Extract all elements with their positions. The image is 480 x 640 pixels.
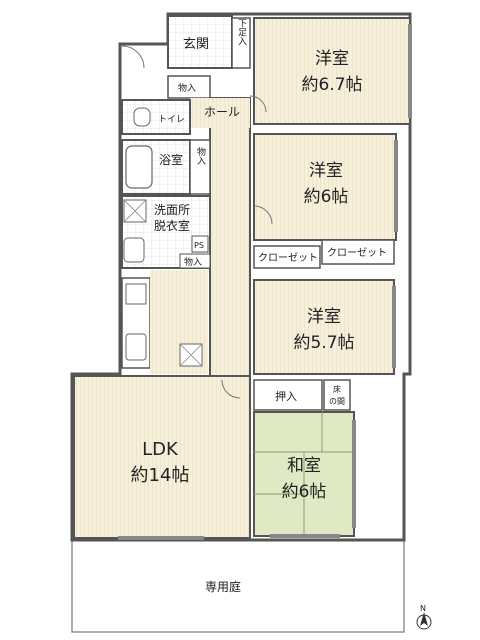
north-label: N (420, 604, 426, 613)
entrance-room (167, 15, 233, 69)
closet-2-label: クローゼット (327, 247, 387, 259)
western-room-1-size: 約6.7帖 (301, 75, 362, 95)
hall-front (190, 98, 250, 128)
wash-basin-icon (123, 237, 145, 263)
tokonoma-label-1: 床 (333, 384, 341, 394)
storage-mid (189, 139, 211, 195)
pipe-space-label: PS (194, 241, 204, 250)
bathtub-icon (125, 145, 153, 189)
washroom-label-1: 洗面所 (154, 203, 190, 217)
closet-1-label: クローゼット (258, 252, 318, 264)
tatami-lines (254, 412, 354, 536)
hall-corridor (209, 97, 251, 381)
shoe-cabinet-label: 下足入 (236, 19, 247, 46)
japanese-room-size: 約6帖 (282, 482, 327, 502)
toilet-fixture-icon (133, 107, 151, 127)
bath-label: 浴室 (159, 152, 183, 167)
western-room-3 (253, 279, 395, 375)
kitchen-sink-icon (125, 333, 147, 361)
storage-mid-label: 物入 (195, 146, 206, 165)
japanese-room-name: 和室 (287, 456, 321, 476)
north-arrow: N (416, 604, 432, 630)
tokonoma (323, 379, 351, 411)
storage-low (179, 253, 211, 269)
shoe-cabinet (231, 17, 251, 69)
storage-low-label: 物入 (184, 256, 202, 268)
washing-machine-cross-icon (123, 199, 147, 223)
western-room-2 (253, 133, 397, 241)
hall-label: ホール (204, 105, 240, 119)
western-room-1-name: 洋室 (315, 49, 349, 69)
storage-top (167, 75, 211, 99)
ldk-room (73, 375, 251, 539)
ldk-door-swing (221, 379, 241, 399)
western-room-3-size: 約5.7帖 (293, 333, 354, 353)
north-arrow-icon (420, 612, 428, 626)
hall-door-swing (249, 95, 267, 113)
west2-door-swing (253, 205, 273, 225)
garden-area (71, 539, 405, 633)
pipe-space (191, 235, 209, 253)
western-room-2-name: 洋室 (309, 161, 343, 181)
garden-label: 専用庭 (205, 579, 241, 594)
closet-1 (253, 245, 321, 269)
washroom-label-2: 脱衣室 (154, 218, 190, 233)
storage-top-label: 物入 (178, 82, 196, 94)
western-room-3-name: 洋室 (307, 307, 341, 327)
tokonoma-label-2: の間 (329, 397, 345, 406)
toilet-label: トイレ (158, 115, 185, 125)
stove-icon (125, 283, 147, 305)
oshiire (253, 379, 323, 411)
ldk-name: LDK (142, 439, 179, 460)
oshiire-label: 押入 (275, 389, 297, 403)
western-room-2-size: 約6帖 (304, 187, 349, 207)
entrance-label: 玄関 (183, 37, 209, 52)
toilet-room (121, 99, 191, 135)
entrance-door-swing (121, 45, 145, 69)
closet-2 (321, 239, 395, 265)
ldk-size: 約14帖 (131, 465, 190, 486)
fridge-cross-icon (179, 343, 203, 367)
western-room-1 (253, 17, 411, 125)
